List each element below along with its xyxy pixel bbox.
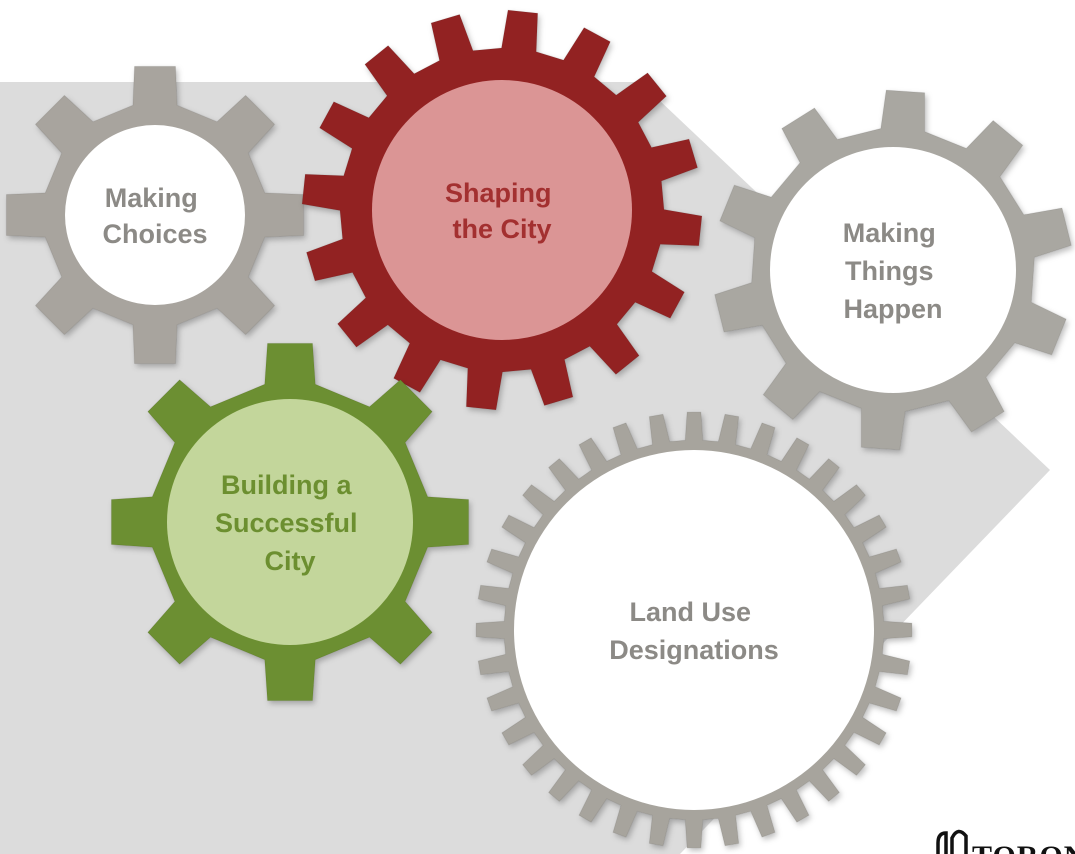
gear-making-things-happen-label-line: Making	[843, 218, 936, 248]
gear-building-a-successful-city-hub	[167, 399, 413, 645]
gear-shaping-the-city-label-line: Shaping	[445, 178, 552, 208]
gear-shaping-the-city: Shaping the City	[301, 9, 703, 411]
gear-making-choices: Making Choices	[5, 65, 305, 365]
gear-building-a-successful-city-label-line: Building a	[221, 470, 352, 500]
gear-making-choices-label-line: Choices	[102, 219, 207, 249]
city-hall-icon	[936, 829, 968, 854]
gear-making-things-happen-label-line: Happen	[843, 294, 942, 324]
gear-land-use-designations-label: Land Use Designations	[609, 597, 779, 665]
toronto-logo: TORONTO	[936, 829, 1075, 854]
gear-making-choices-hub	[65, 125, 245, 305]
gear-land-use-designations-label-line: Designations	[609, 635, 779, 665]
gear-making-things-happen-label: Making Things Happen	[843, 218, 944, 324]
gear-land-use-designations-label-line: Land Use	[629, 597, 751, 627]
gear-shaping-the-city-hub	[372, 80, 632, 340]
gear-building-a-successful-city: Building a Successful City	[110, 342, 470, 702]
gear-making-things-happen: Making Things Happen	[714, 89, 1072, 451]
gear-building-a-successful-city-label-line: City	[264, 546, 315, 576]
gear-land-use-designations-hub	[514, 450, 874, 810]
gear-shaping-the-city-label: Shaping the City	[445, 178, 559, 244]
gear-building-a-successful-city-label-line: Successful	[215, 508, 358, 538]
gear-making-choices-label: Making Choices	[102, 183, 207, 249]
gear-shaping-the-city-label-line: the City	[452, 214, 551, 244]
gear-making-things-happen-label-line: Things	[845, 256, 934, 286]
gear-making-choices-label-line: Making	[105, 183, 198, 213]
gear-making-things-happen-hub	[770, 147, 1016, 393]
logo-wordmark: TORONTO	[972, 840, 1075, 854]
gear-building-a-successful-city-label: Building a Successful City	[215, 470, 365, 576]
gear-land-use-designations: Land Use Designations	[475, 411, 913, 849]
